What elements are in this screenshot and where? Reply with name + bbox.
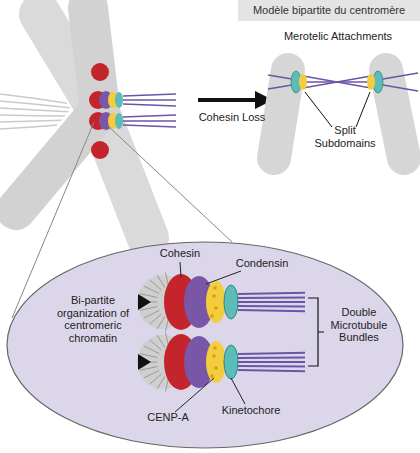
microtubule <box>238 361 305 363</box>
chromatin-fiber <box>150 314 162 324</box>
microtubule <box>238 353 305 354</box>
part-label: Double Microtubule Bundles <box>323 306 395 344</box>
microtubule <box>303 81 371 83</box>
zoom-line <box>108 126 232 242</box>
chromatin-fiber <box>157 275 165 288</box>
bracket <box>308 298 324 366</box>
part-label: Condensin <box>230 257 294 270</box>
cenpa-dot <box>213 346 217 350</box>
cenpa-dot <box>214 366 218 370</box>
microtubule <box>238 310 305 311</box>
spindle-fiber <box>0 115 72 116</box>
microtubules <box>268 73 418 91</box>
chromatin-fiber <box>157 316 165 329</box>
leader-line <box>356 92 370 127</box>
microtubule <box>123 99 176 101</box>
microtubule <box>123 125 176 127</box>
zoom-ellipse <box>7 242 403 448</box>
part-label: Kinetochore <box>215 404 287 417</box>
chromatid <box>386 70 404 158</box>
cenpa-blob <box>206 281 226 323</box>
cenpa-dot <box>212 294 216 298</box>
microtubule <box>238 365 305 368</box>
cenpa-dot <box>213 286 217 290</box>
spindle-fiber <box>0 101 72 108</box>
chromatin-fiber <box>144 286 159 293</box>
microtubule <box>123 115 176 117</box>
microtubule <box>383 73 418 79</box>
chromatin-fiber <box>150 340 162 350</box>
cenpa-blob <box>299 74 307 90</box>
microtubule <box>303 76 371 88</box>
label-text: Split Subdomains <box>314 124 376 149</box>
microtubule <box>123 104 176 106</box>
microtubule <box>268 75 292 79</box>
chromatid <box>274 70 288 158</box>
microtubule <box>123 120 176 122</box>
pointer-triangle <box>138 354 151 370</box>
chromatid <box>16 8 100 210</box>
leader-line <box>231 378 245 404</box>
microtubule <box>303 76 371 88</box>
kinetochore-blob <box>115 113 123 129</box>
chromatin-fiber <box>150 374 162 384</box>
microtubule <box>238 356 305 359</box>
kinetochore-blob <box>224 345 238 379</box>
chromatin-fiber <box>144 370 159 377</box>
label-text: Merotelic Attachments <box>268 30 408 43</box>
title-bar <box>238 0 420 21</box>
microtubule <box>238 370 305 371</box>
cenpa-blob <box>367 74 375 90</box>
cenpa-dot <box>210 374 214 378</box>
cenpa-blob <box>206 341 226 383</box>
cohesin-blob <box>91 141 109 159</box>
chromatin-fiber <box>144 346 159 353</box>
microtubule <box>238 296 305 299</box>
microtubules <box>123 94 176 127</box>
arrow-shaft <box>198 98 258 102</box>
cenpa-dot <box>214 306 218 310</box>
pointer-triangle <box>138 294 151 310</box>
spindle-fiber <box>0 108 72 112</box>
part-label: CENP-A <box>138 411 198 424</box>
part-label: Cohesin <box>150 247 210 260</box>
kinetochore-blob <box>115 92 123 108</box>
microtubule <box>238 301 305 303</box>
chromatin-fiber <box>144 310 159 317</box>
microtubule <box>383 85 418 91</box>
microtubule <box>238 305 305 308</box>
microtubule <box>238 293 305 294</box>
chromatin-fiber <box>157 335 165 348</box>
leader-line <box>305 92 332 127</box>
cenpa-dot <box>210 314 214 318</box>
leader-line <box>180 262 181 277</box>
label-text: Cohesin Loss <box>192 111 272 124</box>
node-shape <box>5 240 405 450</box>
leader-line <box>175 378 214 412</box>
cohesin-blob <box>91 63 109 81</box>
chromatin-fiber <box>157 376 165 389</box>
microtubule <box>268 85 292 89</box>
cenpa-dot <box>212 354 216 358</box>
zoom-panel: CohesinCondensinBi-partite organization … <box>5 240 405 450</box>
part-label: Bi-partite organization of centromeric c… <box>43 294 143 345</box>
leader-line <box>206 271 241 284</box>
microtubule <box>123 94 176 96</box>
diagram-title: Modèle bipartite du centromère <box>238 4 420 17</box>
kinetochore-blob <box>224 285 238 319</box>
chromatin-fiber <box>150 280 162 290</box>
